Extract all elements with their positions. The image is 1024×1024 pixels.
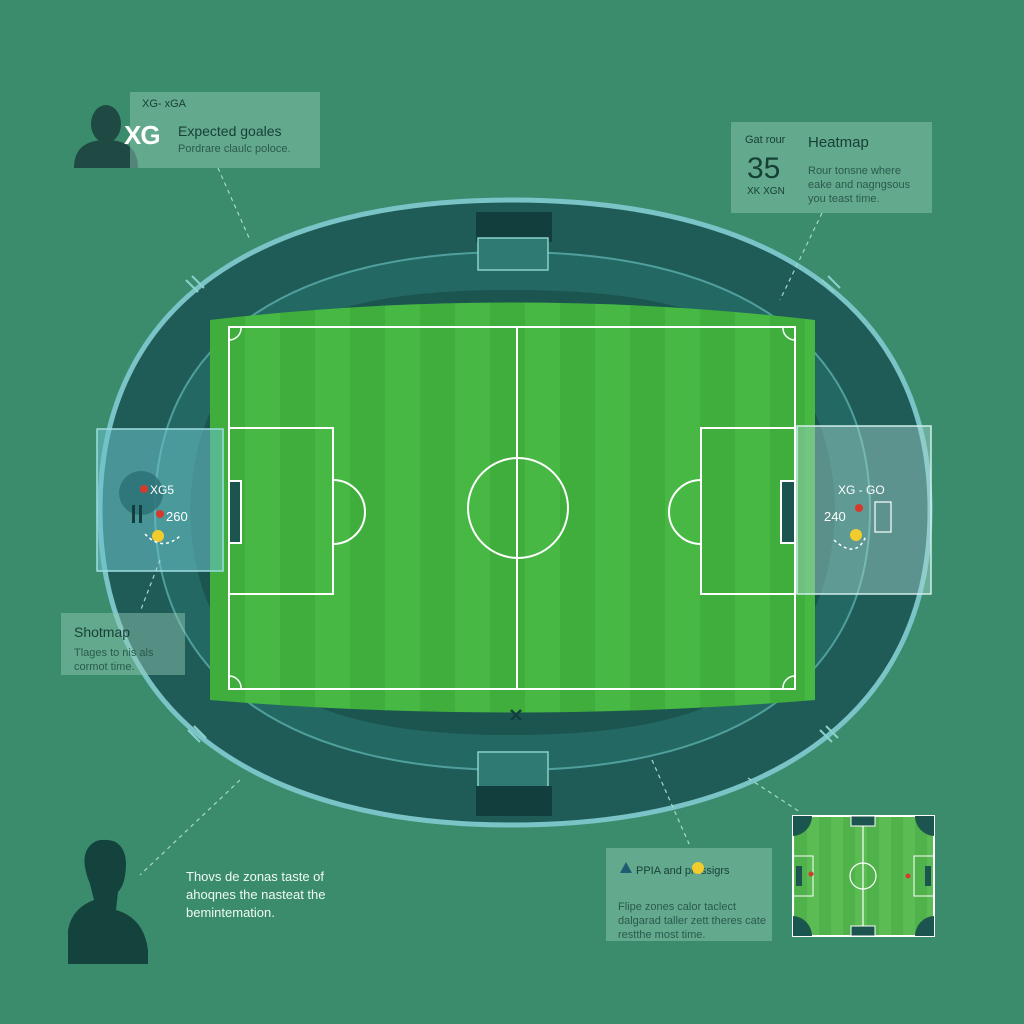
ppda-panel: PPIA and pressigrs Flipe zones calor tac…: [606, 848, 772, 941]
cross-icon: [510, 709, 522, 721]
heatmap-title: Heatmap: [808, 134, 869, 151]
shot-marker-red: [156, 510, 164, 518]
yellow-dot-icon: [692, 862, 704, 874]
left-zone-label: XG5: [150, 483, 175, 497]
xg-panel: XG- xGA XG Expected goales Pordrare clau…: [124, 92, 320, 168]
heatmap-value: 35: [747, 152, 781, 185]
xg-small-label: XG- xGA: [142, 98, 187, 110]
right-zone-value: 240: [824, 509, 846, 524]
xg-title: Expected goales: [178, 123, 282, 139]
triangle-icon: [620, 862, 632, 873]
shot-marker-yellow: [850, 529, 862, 541]
mini-pitch: [792, 815, 935, 937]
person-top-left-icon: [74, 105, 138, 168]
left-shot-zone: [96, 428, 224, 572]
right-zone-label: XG - GO: [838, 483, 885, 497]
xg-subtitle: Pordrare claulc poloce.: [178, 143, 291, 155]
heatmap-small-label: Gat rour: [745, 134, 786, 146]
ppda-title: PPIA and pressigrs: [636, 865, 730, 877]
shot-marker-yellow: [152, 530, 164, 542]
pitch: [210, 302, 815, 721]
ppda-description: Flipe zones calor taclect dalgarad talle…: [618, 901, 766, 941]
xg-big-label: XG: [124, 120, 161, 150]
heatmap-panel: Gat rour 35 XK XGN Heatmap Rour tonsne w…: [731, 122, 932, 213]
shot-marker-red: [140, 485, 148, 493]
heatmap-description: Rour tonsne where eake and nagngsous you…: [808, 165, 911, 205]
shotmap-description: Tlages to nis als cormot time.: [74, 647, 154, 673]
person-bottom-left-icon: [68, 839, 148, 964]
shotmap-title: Shotmap: [74, 624, 131, 640]
right-shot-zone: [796, 425, 932, 595]
left-zone-value: 260: [166, 509, 188, 524]
shot-marker-red: [855, 504, 863, 512]
heatmap-unit: XK XGN: [747, 186, 785, 197]
bottom-caption: Thovs de zonas taste of ahoqnes the nast…: [186, 869, 326, 920]
connector-lines: [139, 167, 823, 876]
shotmap-panel: Shotmap Tlages to nis als cormot time.: [61, 613, 185, 675]
